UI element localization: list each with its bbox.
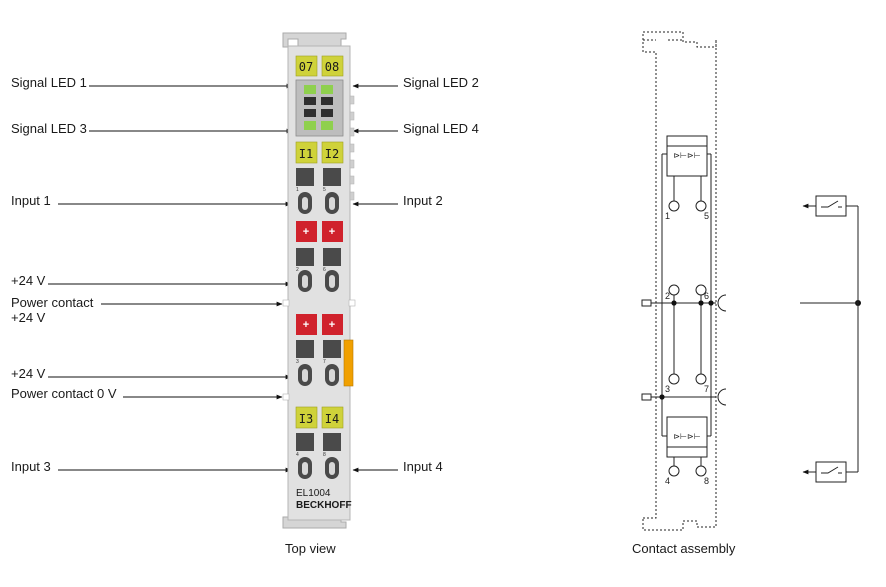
signal-led-1 [304,85,316,94]
power-led-plus-2 [322,221,343,242]
contact-num: 7 [704,384,709,394]
input-label-i1 [295,141,318,164]
input-label-i3 [295,406,318,429]
module-brand: BECKHOFF [296,500,352,511]
sensor-switch-bottom [815,461,847,483]
contact-terminal-3 [668,373,680,385]
input-label-i2 [321,141,344,164]
label-input-1: Input 1 [11,193,51,208]
svg-text:⊳⊢⊳⊢: ⊳⊢⊳⊢ [673,432,700,441]
terminal-row-2 [296,248,341,292]
optocoupler-top [666,135,708,177]
module-terminal-num: 3 [296,359,299,365]
signal-led-3 [304,121,316,130]
external-wiring [800,195,859,483]
power-contact-left-24v [641,299,652,307]
power-led-plus-3 [296,314,317,335]
power-led-plus-4 [322,314,343,335]
label-signal-led-3: Signal LED 3 [11,121,87,136]
label-input-2: Input 2 [403,193,443,208]
plus-sign-4: + [329,319,335,331]
side-contacts [349,95,355,201]
plus-sign-1: + [303,226,309,238]
label-signal-led-4: Signal LED 4 [403,121,479,136]
led-label-08 [321,55,344,77]
module-model: EL1004 [296,488,331,499]
module-terminal-num: 4 [296,452,299,458]
contact-num: 8 [704,476,709,486]
junction-dots [659,300,861,400]
housing-outline [642,31,717,531]
led-signals [304,85,333,130]
input-label-i1-text: I1 [299,147,313,161]
plus-sign-2: + [329,226,335,238]
label-power-contact-24: Power contact [11,295,94,310]
contact-assembly [641,31,727,531]
module-terminal-num: 5 [323,187,326,193]
power-led-plus-1 [296,221,317,242]
contact-terminal-8 [695,465,707,477]
signal-led-2 [321,85,333,94]
switch-icon [821,466,842,474]
notch-left-24v [282,299,290,307]
label-plus24-a: +24 V [11,273,46,288]
contact-num: 4 [665,476,670,486]
led-label-08-text: 08 [325,60,339,74]
terminal-module [282,32,356,529]
contact-num: 6 [704,291,709,301]
power-contact-right-24v [717,294,727,312]
contact-terminal-4 [668,465,680,477]
label-signal-led-1: Signal LED 1 [11,75,87,90]
led-window [295,79,344,137]
release-slot-5 [323,168,341,186]
plus-sign-3: + [303,319,309,331]
contact-num: 2 [665,291,670,301]
module-terminal-num: 6 [323,267,326,273]
led-label-07 [295,55,318,77]
switch-icon [821,200,842,208]
contact-num: 3 [665,384,670,394]
sensor-switch-top [815,195,847,217]
power-contact-right-0v [717,388,727,406]
callout-lines [48,83,398,473]
power-contact-left-0v [641,393,652,401]
module-terminal-num: 2 [296,267,299,273]
module-terminal-num: 1 [296,187,299,193]
contact-num: 5 [704,211,709,221]
input-label-i3-text: I3 [299,412,313,426]
input-label-i4 [321,406,344,429]
optocoupler-bottom [666,416,708,458]
signal-led-4 [321,121,333,130]
contact-terminal-2 [668,284,680,296]
notch-left-0v [282,393,290,401]
led-label-07-text: 07 [299,60,313,74]
terminal-row-1 [296,168,341,214]
notch-right-24v [348,299,356,307]
contact-terminal-1 [668,200,680,212]
release-slot-1 [296,168,314,186]
label-power-contact-0: Power contact 0 V [11,386,117,401]
contact-num: 1 [665,211,670,221]
terminal-row-4 [296,433,341,479]
label-input-4: Input 4 [403,459,443,474]
svg-text:⊳⊢⊳⊢: ⊳⊢⊳⊢ [673,151,700,160]
label-input-3: Input 3 [11,459,51,474]
terminal-row-3 [296,340,341,386]
input-label-i2-text: I2 [325,147,339,161]
input-label-i4-text: I4 [325,412,339,426]
label-signal-led-2: Signal LED 2 [403,75,479,90]
label-plus24-b: +24 V [11,366,46,381]
caption-contact-assembly: Contact assembly [632,541,736,556]
label-power-contact-24-value: +24 V [11,310,46,325]
contact-terminal-6 [695,284,707,296]
top-latch [282,32,347,48]
orange-tab [343,339,354,387]
contact-terminal-5 [695,200,707,212]
contact-terminal-7 [695,373,707,385]
module-terminal-num: 7 [323,359,326,365]
module-terminal-num: 8 [323,452,326,458]
caption-top-view: Top view [285,541,336,556]
